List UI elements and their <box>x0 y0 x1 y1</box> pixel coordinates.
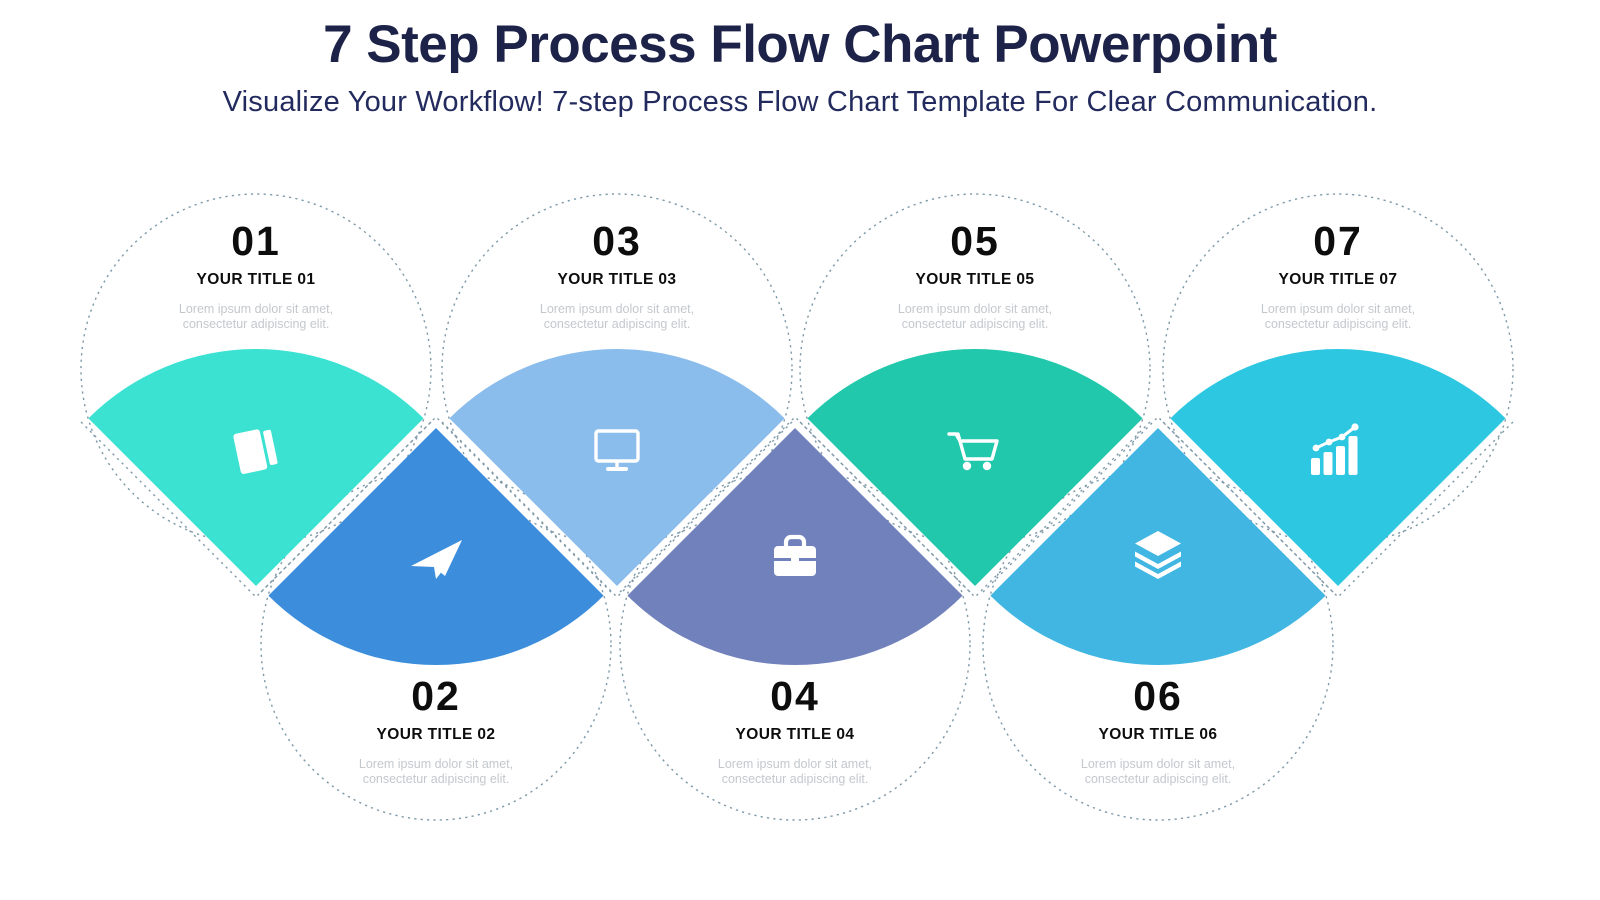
step-number: 03 <box>592 218 642 264</box>
step-number: 05 <box>950 218 1000 264</box>
step-description: Lorem ipsum dolor sit amet, consectetur … <box>1260 301 1416 331</box>
step-number: 06 <box>1133 673 1183 719</box>
step-5-text: 05 YOUR TITLE 05 Lorem ipsum dolor sit a… <box>835 221 1115 332</box>
page-title: 7 Step Process Flow Chart Powerpoint <box>323 15 1277 74</box>
monitor-icon <box>594 429 640 471</box>
fan-step-5 <box>807 348 1143 586</box>
step-description: Lorem ipsum dolor sit amet, consectetur … <box>1080 756 1236 786</box>
step-number: 01 <box>231 218 281 264</box>
icons <box>233 423 1359 579</box>
fan-step-2 <box>268 428 604 666</box>
step-description: Lorem ipsum dolor sit amet, consectetur … <box>717 756 873 786</box>
dashed-circle <box>1162 193 1514 545</box>
step-description: Lorem ipsum dolor sit amet, consectetur … <box>358 756 514 786</box>
step-title: YOUR TITLE 03 <box>557 271 677 288</box>
step-7-text: 07 YOUR TITLE 07 Lorem ipsum dolor sit a… <box>1198 221 1478 332</box>
step-number: 07 <box>1313 218 1363 264</box>
dashed-circle <box>441 193 793 545</box>
dashed-circles <box>80 193 1514 821</box>
step-6-text: 06 YOUR TITLE 06 Lorem ipsum dolor sit a… <box>1018 676 1298 787</box>
book-icon <box>233 429 278 474</box>
header: 7 Step Process Flow Chart Powerpoint Vis… <box>0 15 1600 119</box>
step-4-text: 04 YOUR TITLE 04 Lorem ipsum dolor sit a… <box>655 676 935 787</box>
bar-chart-icon <box>1311 423 1359 475</box>
cart-icon <box>947 432 999 471</box>
dashed-circle <box>982 469 1334 821</box>
dashed-circle <box>619 469 971 821</box>
step-number: 02 <box>411 673 461 719</box>
step-number: 04 <box>770 673 820 719</box>
step-title: YOUR TITLE 05 <box>915 271 1035 288</box>
page-subtitle: Visualize Your Workflow! 7-step Process … <box>222 86 1378 119</box>
paper-plane-icon <box>411 540 462 579</box>
dashed-circle <box>260 469 612 821</box>
dashed-circle <box>799 193 1151 545</box>
briefcase-icon <box>774 534 816 576</box>
step-description: Lorem ipsum dolor sit amet, consectetur … <box>897 301 1053 331</box>
fans <box>88 348 1506 666</box>
dashed-circle <box>80 193 432 545</box>
step-title: YOUR TITLE 02 <box>376 726 496 743</box>
step-3-text: 03 YOUR TITLE 03 Lorem ipsum dolor sit a… <box>477 221 757 332</box>
step-2-text: 02 YOUR TITLE 02 Lorem ipsum dolor sit a… <box>296 676 576 787</box>
step-title: YOUR TITLE 01 <box>196 271 316 288</box>
step-title: YOUR TITLE 07 <box>1278 271 1398 288</box>
step-1-text: 01 YOUR TITLE 01 Lorem ipsum dolor sit a… <box>116 221 396 332</box>
step-description: Lorem ipsum dolor sit amet, consectetur … <box>539 301 695 331</box>
step-description: Lorem ipsum dolor sit amet, consectetur … <box>178 301 334 331</box>
layers-icon <box>1135 531 1181 579</box>
step-title: YOUR TITLE 04 <box>735 726 855 743</box>
step-title: YOUR TITLE 06 <box>1098 726 1218 743</box>
